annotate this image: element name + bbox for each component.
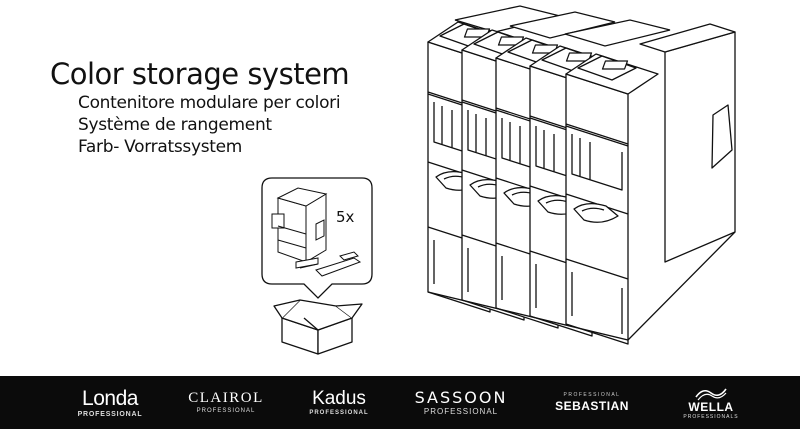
- brand-sassoon-name: SASSOON: [414, 387, 508, 407]
- quantity-label: 5x: [336, 208, 355, 226]
- brand-clairol-logo: CLAIROL PROFESSIONAL: [183, 376, 269, 429]
- page-title: Color storage system: [50, 57, 350, 91]
- product-illustration: [261, 5, 736, 355]
- brand-sebastian-name: SEBASTIAN: [555, 399, 629, 413]
- open-box-icon: [273, 299, 363, 355]
- storage-columns: [427, 21, 659, 345]
- subtitle-french: Système de rangement: [78, 115, 272, 135]
- brand-kadus-tagline: PROFESSIONAL: [309, 410, 369, 416]
- unit-base: [427, 231, 736, 341]
- brand-sassoon-tagline: PROFESSIONAL: [423, 406, 499, 416]
- wella-wave-icon: [695, 388, 727, 401]
- brand-clairol-tagline: PROFESSIONAL: [196, 408, 256, 414]
- subtitle-german: Farb- Vorratssystem: [78, 137, 243, 157]
- package-contents-bubble: [261, 177, 373, 299]
- unit-top-lids: [454, 5, 671, 47]
- brand-wella-name: WELLA: [688, 400, 734, 414]
- brand-footer-bar: Londa PROFESSIONAL CLAIROL PROFESSIONAL …: [0, 376, 800, 429]
- mini-unit-icon: [271, 187, 328, 263]
- brand-londa-name: Londa: [82, 386, 138, 410]
- brand-kadus-logo: Kadus PROFESSIONAL: [298, 376, 380, 429]
- heading-block: Color storage system Contenitore modular…: [50, 57, 350, 158]
- subtitle-italian: Contenitore modulare per colori: [78, 93, 341, 113]
- brand-londa-logo: Londa PROFESSIONAL: [70, 376, 150, 429]
- brand-wella-tagline: PROFESSIONALS: [683, 414, 739, 420]
- brand-sassoon-logo: SASSOON PROFESSIONAL: [413, 376, 509, 429]
- brand-clairol-name: CLAIROL: [188, 390, 264, 406]
- brand-kadus-name: Kadus: [312, 388, 366, 409]
- brand-sebastian-tagline: PROFESSIONAL: [563, 392, 621, 398]
- brand-londa-tagline: PROFESSIONAL: [77, 410, 143, 418]
- brand-sebastian-logo: PROFESSIONAL SEBASTIAN: [544, 376, 640, 429]
- brand-wella-logo: WELLA PROFESSIONALS: [676, 376, 746, 429]
- subtitle-list: Contenitore modulare per colori Système …: [78, 92, 349, 158]
- tray-parts-icon: [295, 251, 362, 277]
- unit-side-panel: [639, 23, 736, 263]
